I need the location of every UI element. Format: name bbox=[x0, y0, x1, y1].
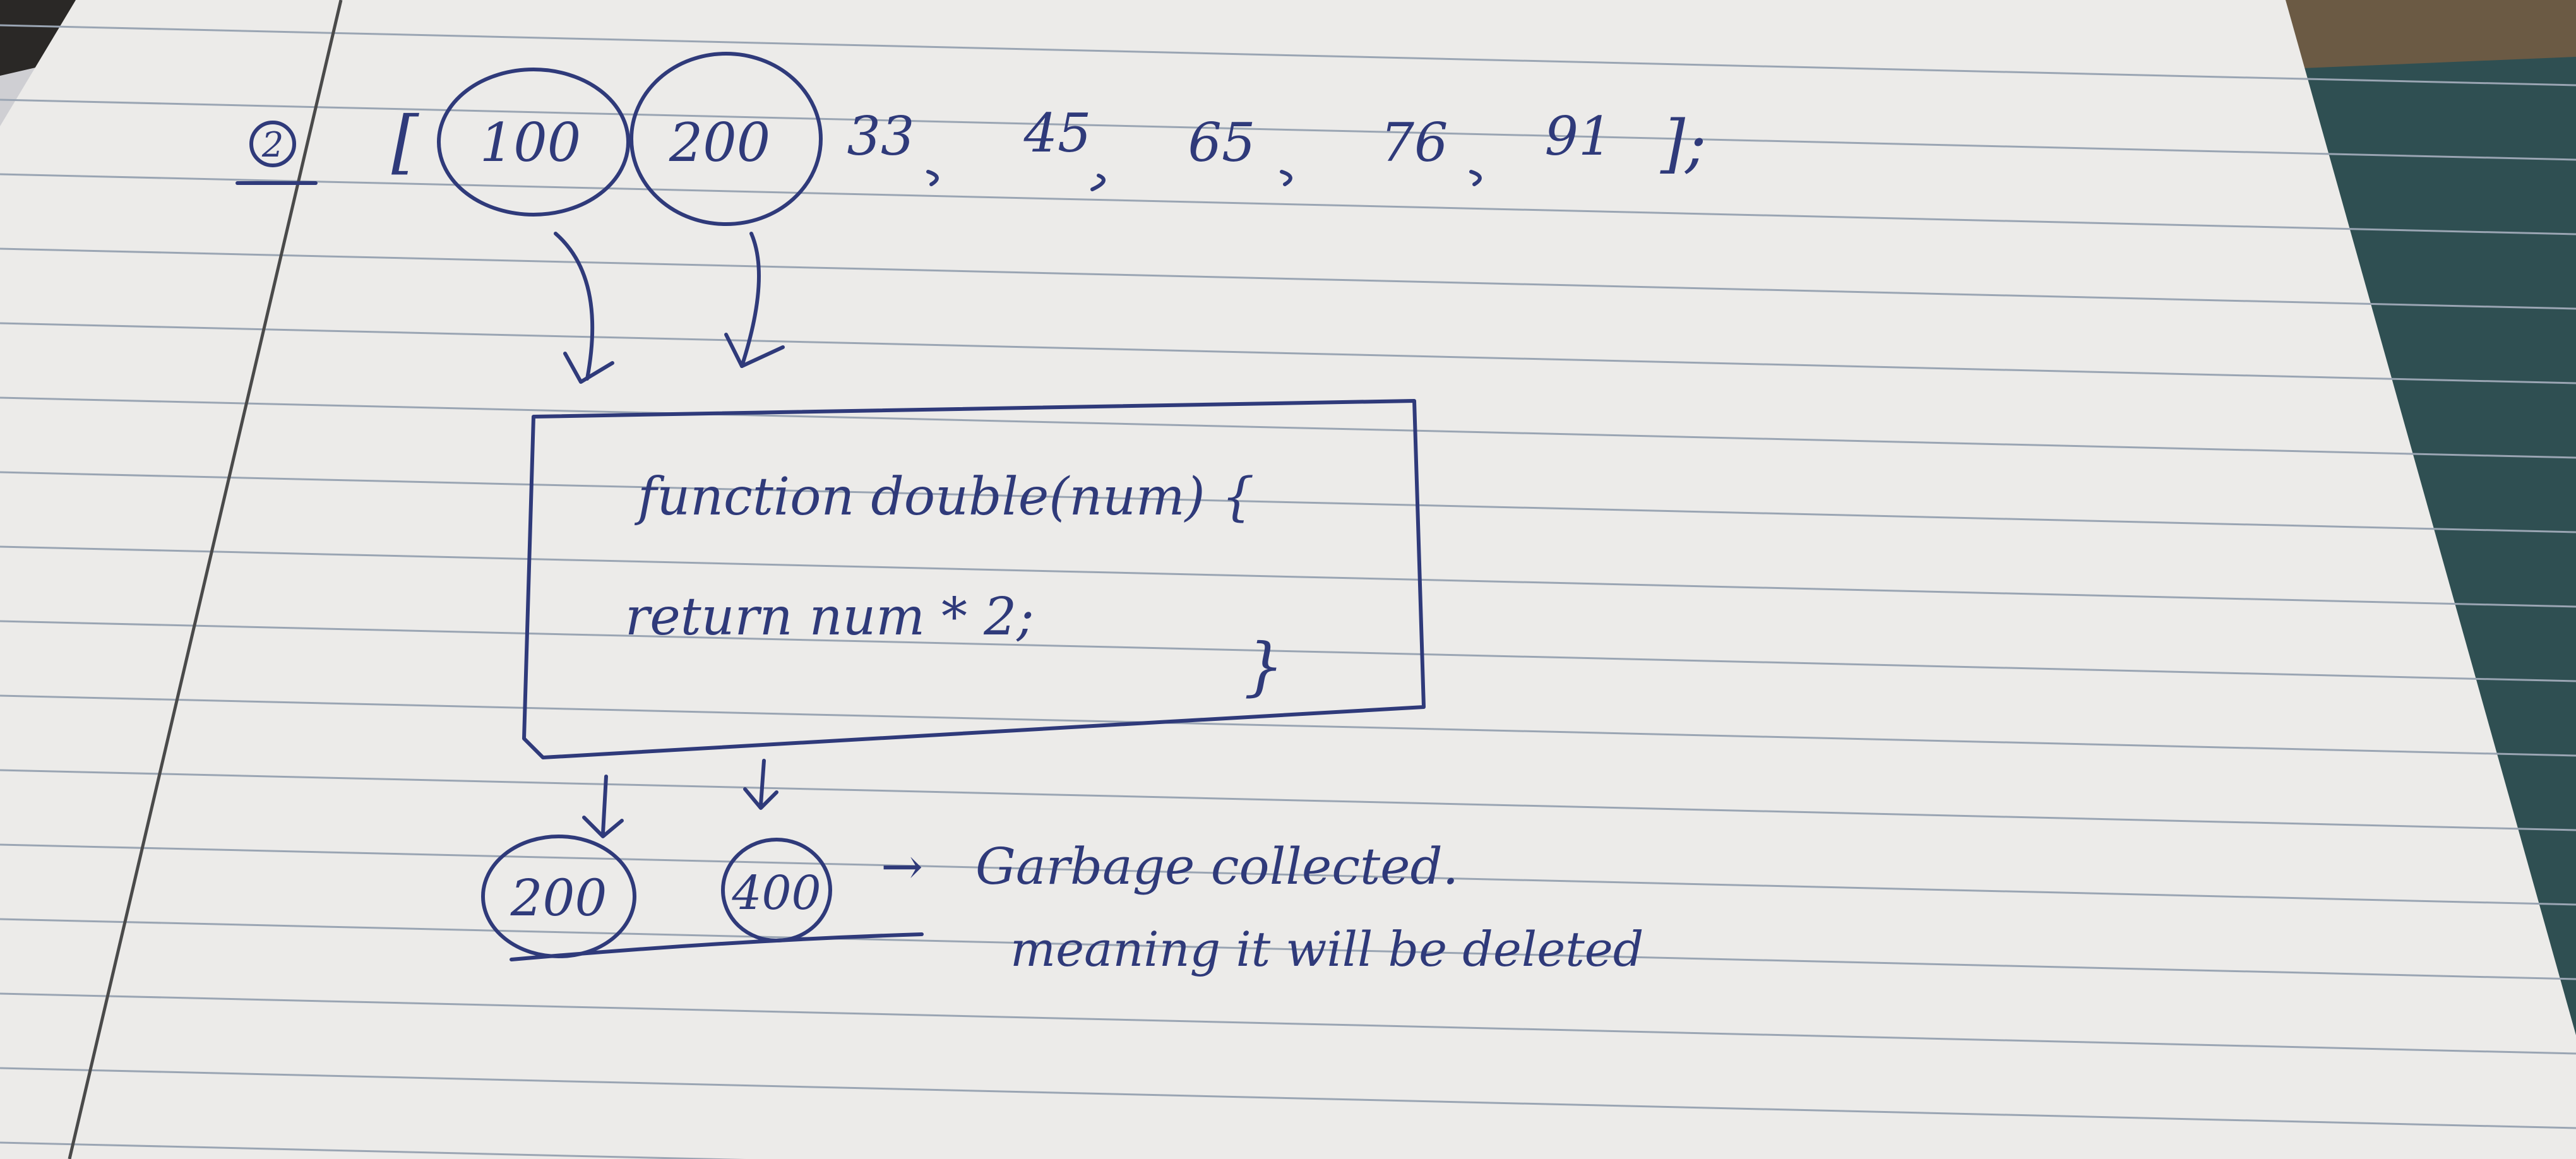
ruled-line bbox=[0, 396, 2576, 459]
result-value-1: 400 bbox=[731, 866, 821, 920]
ruled-line bbox=[0, 545, 2576, 608]
arrow-head-icon bbox=[582, 816, 624, 838]
ruled-line bbox=[0, 322, 2576, 384]
arrow-down-icon bbox=[601, 775, 608, 835]
array-value-0: 100 bbox=[480, 112, 581, 174]
comma bbox=[926, 170, 939, 186]
function-box-border bbox=[522, 399, 1426, 759]
ruled-line bbox=[0, 98, 2576, 161]
arrow-down-icon bbox=[759, 759, 766, 807]
ruled-line bbox=[0, 769, 2576, 831]
ruled-line bbox=[0, 24, 2576, 86]
arrow-head-icon bbox=[724, 333, 785, 368]
function-line-2: return num * 2; bbox=[625, 587, 1034, 647]
arrow-head-icon bbox=[563, 352, 614, 384]
array-value-1: 200 bbox=[669, 112, 770, 174]
arrow-right-icon: → bbox=[881, 837, 923, 896]
ruled-line bbox=[0, 1067, 2576, 1129]
margin-line bbox=[68, 0, 343, 1159]
item-number: 2 bbox=[236, 121, 318, 185]
results-underline bbox=[510, 932, 924, 961]
array-value-5: 76 bbox=[1381, 112, 1448, 174]
item-number-text: 2 bbox=[261, 125, 283, 165]
ruled-line bbox=[0, 247, 2576, 310]
circle-around-200 bbox=[629, 52, 823, 226]
gc-annotation: → Garbage collected. meaning it will be … bbox=[881, 837, 1643, 977]
array-value-3: 45 bbox=[1023, 102, 1092, 164]
arrow-head-icon bbox=[743, 787, 778, 810]
arrow-down-icon bbox=[554, 232, 595, 381]
function-line-1: function double(num) { bbox=[634, 467, 1255, 527]
results: 200 400 bbox=[481, 835, 924, 961]
ruled-line bbox=[0, 843, 2576, 906]
comma bbox=[1469, 170, 1482, 186]
array-line: [ 100 200 33 45 65 76 91 ]; bbox=[391, 52, 1707, 226]
array-value-4: 65 bbox=[1188, 112, 1256, 174]
array-value-2: 33 bbox=[847, 105, 915, 167]
ruled-line bbox=[0, 992, 2576, 1055]
table-edge bbox=[2241, 0, 2576, 69]
ruled-lines bbox=[0, 24, 2576, 1159]
ruled-line bbox=[0, 694, 2576, 757]
arrow-down-icon bbox=[740, 232, 761, 368]
function-box: function double(num) { return num * 2; } bbox=[522, 399, 1426, 759]
circle-around-100 bbox=[437, 68, 630, 217]
array-close-bracket: ]; bbox=[1660, 107, 1707, 181]
gc-line-1: Garbage collected. bbox=[975, 837, 1458, 896]
comma bbox=[1090, 174, 1106, 191]
ruled-line bbox=[0, 620, 2576, 682]
ruled-line bbox=[0, 918, 2576, 980]
array-open-bracket: [ bbox=[391, 101, 419, 182]
gc-line-2: meaning it will be deleted bbox=[1010, 921, 1643, 977]
ruled-line bbox=[0, 1141, 746, 1159]
ruled-line bbox=[0, 173, 2576, 235]
function-close-brace: } bbox=[1244, 629, 1284, 703]
comma bbox=[1280, 170, 1292, 186]
ruled-line bbox=[0, 471, 2576, 533]
array-value-6: 91 bbox=[1545, 105, 1613, 167]
result-value-0: 200 bbox=[510, 869, 607, 927]
